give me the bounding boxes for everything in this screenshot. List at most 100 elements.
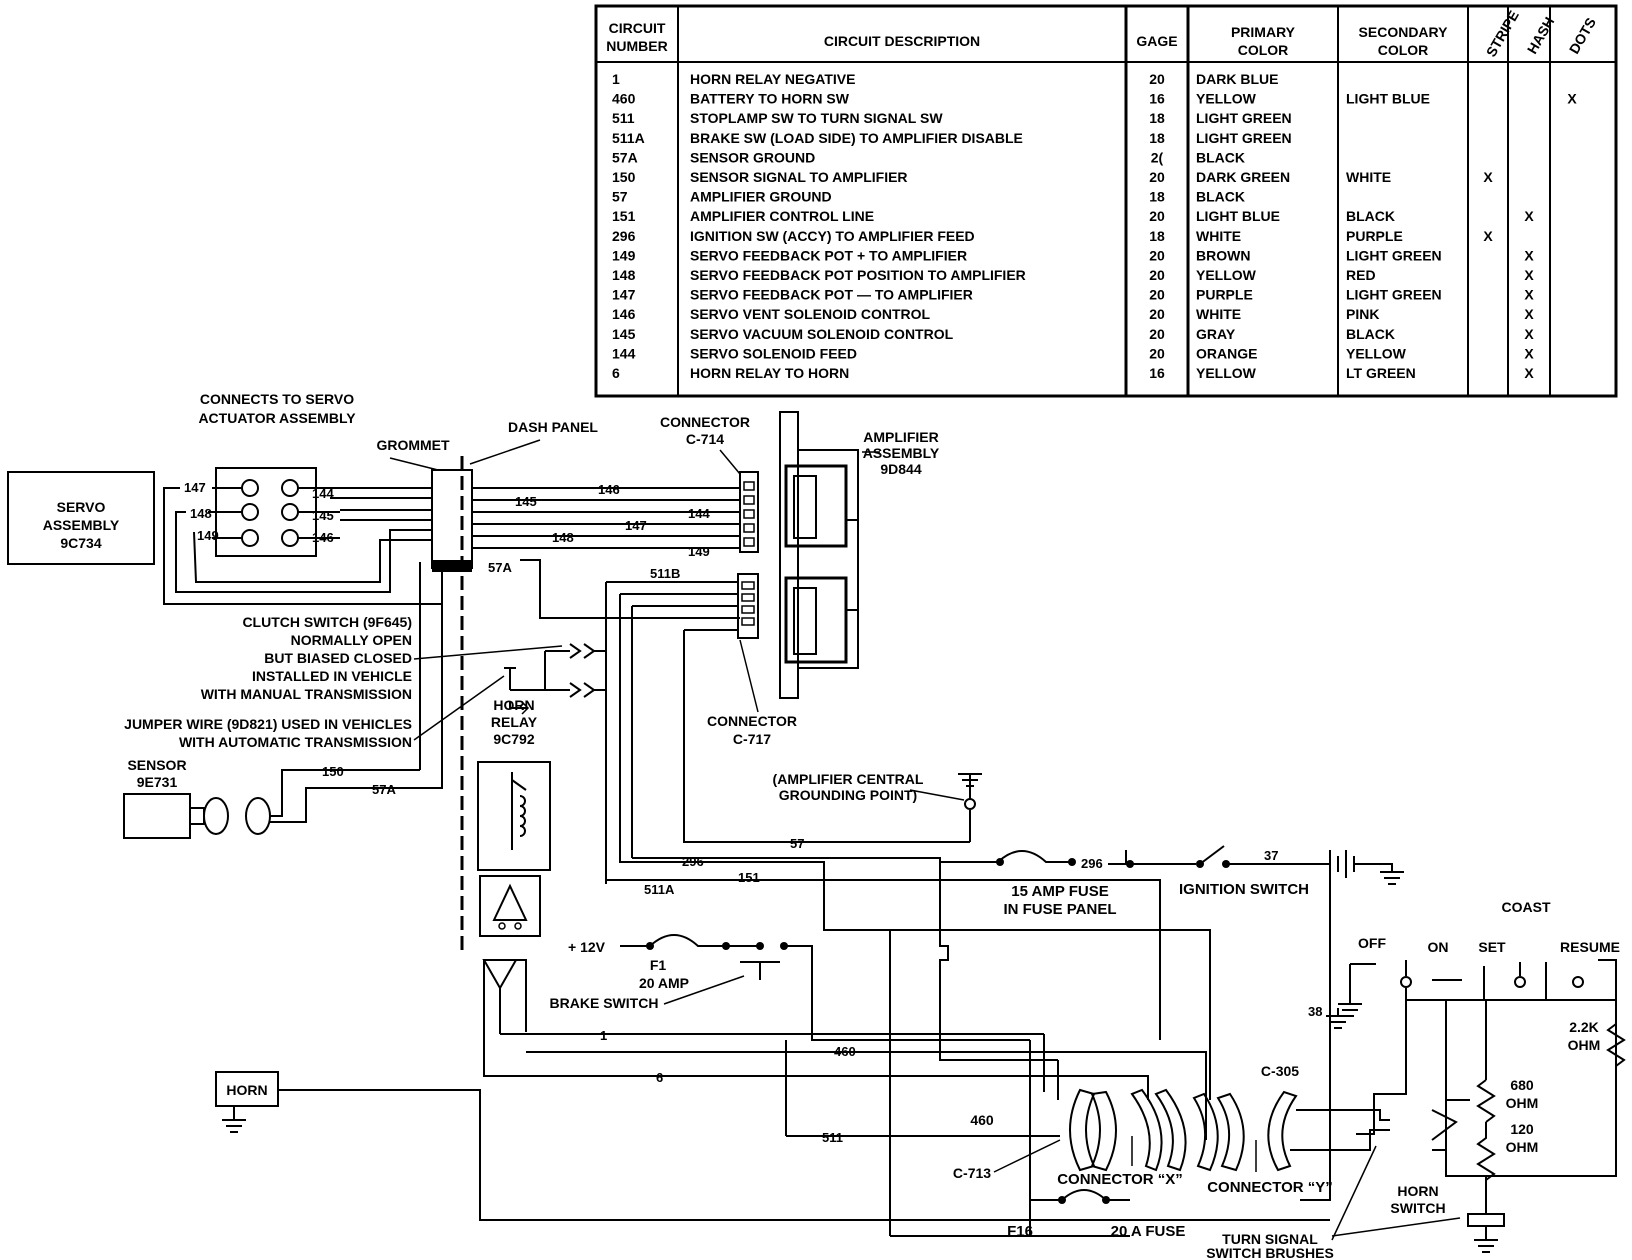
connector-c305: [1267, 1090, 1298, 1172]
table-cell-secondary: LIGHT GREEN: [1346, 247, 1442, 263]
wire-57-label: 57: [790, 836, 804, 851]
wire-57A-label: 57A: [488, 560, 512, 575]
table-cell-desc: SENSOR GROUND: [690, 149, 815, 165]
table-cell-primary: BLACK: [1196, 149, 1245, 165]
table-cell-num: 57: [612, 189, 628, 205]
table-cell-num: 57A: [612, 149, 638, 165]
connector-c713: [1069, 1088, 1117, 1172]
wire-1-label: 1: [600, 1028, 607, 1043]
table-cell-secondary: WHITE: [1346, 169, 1391, 185]
table-cell-desc: BRAKE SW (LOAD SIDE) TO AMPLIFIER DISABL…: [690, 130, 1023, 146]
table-cell-primary: ORANGE: [1196, 345, 1257, 361]
table-cell-desc: SERVO FEEDBACK POT + TO AMPLIFIER: [690, 247, 967, 263]
header-gage: GAGE: [1136, 33, 1177, 49]
table-cell-secondary: PINK: [1346, 306, 1379, 322]
amplifier-label-2: ASSEMBLY: [863, 445, 940, 461]
table-cell-hash: X: [1524, 365, 1534, 381]
table-cell-num: 511: [612, 110, 635, 126]
wire-511A-label: 511A: [644, 882, 675, 897]
table-cell-desc: AMPLIFIER GROUND: [690, 189, 832, 205]
wire-57Ab-label: 57A: [372, 782, 396, 797]
connector-y-label: CONNECTOR “Y”: [1207, 1179, 1333, 1196]
tsb-label-1: TURN SIGNAL: [1222, 1231, 1318, 1247]
table-cell-gage: 20: [1149, 326, 1165, 342]
wire-144b-label: 144: [688, 506, 710, 521]
table-cell-gage: 2(: [1151, 149, 1164, 165]
wire-38-label: 38: [1308, 1004, 1322, 1019]
table-cell-primary: LIGHT GREEN: [1196, 130, 1292, 146]
table-cell-gage: 20: [1149, 306, 1165, 322]
connector-x: [1130, 1088, 1187, 1172]
horn-relay: [477, 761, 551, 937]
horn-relay-label-2: RELAY: [491, 714, 538, 730]
connector-y: [1192, 1092, 1245, 1172]
table-cell-num: 151: [612, 208, 636, 224]
wire-460b-label: 460: [970, 1112, 994, 1128]
header-hash: HASH: [1524, 14, 1558, 56]
table-cell-secondary: LT GREEN: [1346, 365, 1416, 381]
table-cell-secondary: BLACK: [1346, 326, 1395, 342]
horn-label: HORN: [226, 1082, 267, 1098]
table-cell-primary: DARK GREEN: [1196, 169, 1290, 185]
jumper-label-2: WITH AUTOMATIC TRANSMISSION: [179, 734, 412, 750]
table-cell-desc: HORN RELAY NEGATIVE: [690, 71, 855, 87]
f16-text: F16: [1007, 1223, 1033, 1240]
wire-145-label: 145: [312, 508, 334, 523]
table-cell-primary: WHITE: [1196, 228, 1241, 244]
wire-296-label: 296: [682, 854, 704, 869]
amp-ground-label-1: (AMPLIFIER CENTRAL: [773, 771, 924, 787]
brake-switch: [740, 942, 1030, 1041]
c713-label: C-713: [953, 1165, 991, 1181]
ground-symbol-amp: [958, 773, 982, 810]
sensor-label-2: 9E731: [137, 774, 178, 790]
table-cell-hash: X: [1524, 287, 1534, 303]
table-cell-desc: SERVO VENT SOLENOID CONTROL: [690, 306, 931, 322]
table-cell-desc: SERVO FEEDBACK POT POSITION TO AMPLIFIER: [690, 267, 1026, 283]
header-circuit-description: CIRCUIT DESCRIPTION: [824, 33, 980, 49]
table-cell-desc: BATTERY TO HORN SW: [690, 91, 850, 107]
table-cell-secondary: PURPLE: [1346, 228, 1403, 244]
table-cell-desc: SERVO VACUUM SOLENOID CONTROL: [690, 326, 954, 342]
ohm680-label-1: 680: [1510, 1077, 1534, 1093]
table-cell-secondary: BLACK: [1346, 208, 1395, 224]
table-cell-secondary: LIGHT BLUE: [1346, 91, 1430, 107]
tsb-label-2: SWITCH BRUSHES: [1206, 1245, 1334, 1260]
table-cell-num: 6: [612, 365, 620, 381]
connector-c714: [739, 471, 759, 553]
table-cell-gage: 20: [1149, 267, 1165, 283]
connector-c717: [737, 573, 759, 639]
table-cell-gage: 20: [1149, 247, 1165, 263]
table-cell-primary: YELLOW: [1196, 365, 1257, 381]
grommet-label: GROMMET: [376, 437, 450, 453]
sensor: [123, 793, 271, 839]
turn-signal-brush: [1467, 1213, 1505, 1253]
table-cell-primary: YELLOW: [1196, 267, 1257, 283]
table-cell-secondary: RED: [1346, 267, 1376, 283]
table-cell-hash: X: [1524, 326, 1534, 342]
wire-148-label: 148: [190, 506, 212, 521]
horn-switch-label-2: SWITCH: [1390, 1200, 1445, 1216]
servo-actuator-label-1: CONNECTS TO SERVO: [200, 391, 354, 407]
fuse20a-label: 20 A FUSE: [1111, 1223, 1186, 1240]
table-cell-gage: 16: [1149, 91, 1165, 107]
ohm120-label-2: OHM: [1506, 1139, 1539, 1155]
wire-145b-label: 145: [515, 494, 537, 509]
horn-relay-socket: [482, 959, 527, 1050]
ohm680-label-2: OHM: [1506, 1095, 1539, 1111]
table-cell-primary: YELLOW: [1196, 91, 1257, 107]
table-cell-num: 147: [612, 287, 636, 303]
fuse-15amp: [939, 850, 1076, 866]
table-cell-gage: 20: [1149, 287, 1165, 303]
table-cell-gage: 18: [1149, 228, 1165, 244]
table-cell-num: 511A: [612, 130, 645, 146]
fuse15-label-2: IN FUSE PANEL: [1003, 901, 1116, 918]
table-cell-desc: IGNITION SW (ACCY) TO AMPLIFIER FEED: [690, 228, 975, 244]
table-cell-gage: 20: [1149, 345, 1165, 361]
table-cell-primary: LIGHT GREEN: [1196, 110, 1292, 126]
table-cell-num: 1: [612, 71, 620, 87]
clutch-switch: [504, 643, 606, 715]
